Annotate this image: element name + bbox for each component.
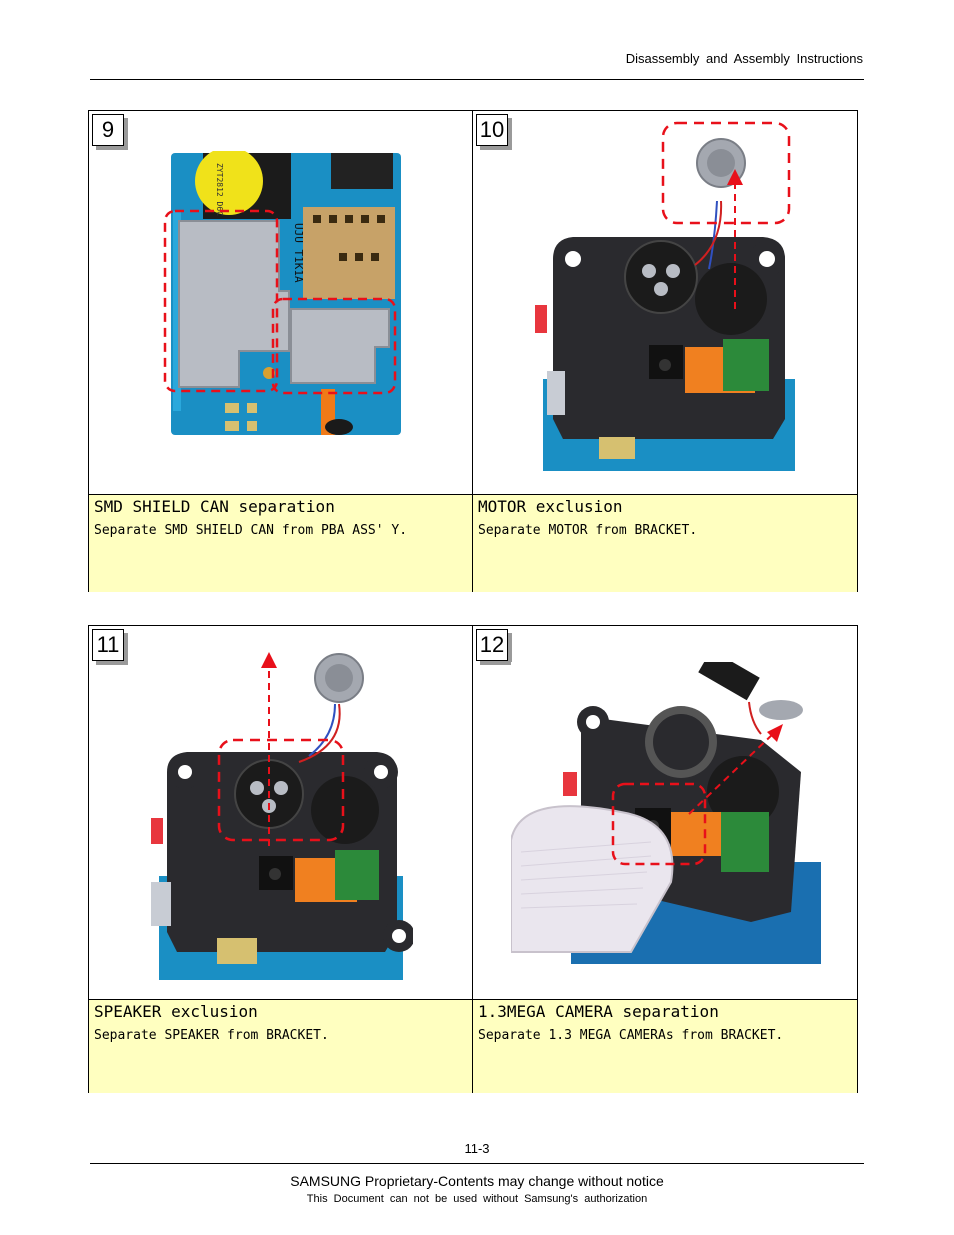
page-number: 11-3: [464, 1141, 490, 1156]
step-table-2: 11: [88, 625, 858, 1093]
step-9-caption: SMD SHIELD CAN separation Separate SMD S…: [89, 495, 473, 592]
photo-row-1: 9 ZYT2812 D6C (LF) R04-U200 UJU T1K1A: [89, 111, 857, 494]
step-9-number: 9: [92, 114, 124, 146]
step-11-photo-cell: 11: [89, 626, 473, 999]
step-table-1: 9 ZYT2812 D6C (LF) R04-U200 UJU T1K1A: [88, 110, 858, 592]
removal-arrow: [688, 731, 776, 815]
step-12-photo-cell: 12: [473, 626, 857, 999]
step-10-text: Separate MOTOR from BRACKET.: [478, 523, 698, 538]
step-12-photo: [511, 662, 821, 964]
step-10-caption: MOTOR exclusion Separate MOTOR from BRAC…: [473, 495, 857, 592]
camera-lens: [269, 868, 281, 880]
board-text: UJU T1K1A: [292, 223, 305, 283]
caption-row-1: SMD SHIELD CAN separation Separate SMD S…: [89, 494, 857, 592]
motor: [759, 700, 803, 720]
chip-label-sticker: [195, 151, 263, 215]
highlight-camera: [611, 782, 707, 866]
step-11-photo: [151, 652, 413, 980]
photo-row-2: 11: [89, 626, 857, 999]
highlight-motor: [661, 121, 791, 225]
step-11-text: Separate SPEAKER from BRACKET.: [94, 1028, 329, 1043]
speaker: [707, 756, 779, 828]
shield-can-left: [178, 220, 290, 388]
gloved-hand: [511, 805, 674, 953]
step-9-title: SMD SHIELD CAN separation: [94, 497, 335, 516]
caption-row-2: SPEAKER exclusion Separate SPEAKER from …: [89, 999, 857, 1093]
step-10-title: MOTOR exclusion: [478, 497, 623, 516]
highlight-speaker: [217, 738, 345, 842]
footer-notice: SAMSUNG Proprietary-Contents may change …: [290, 1173, 664, 1189]
step-11-number: 11: [92, 629, 124, 661]
step-9-photo: ZYT2812 D6C (LF) R04-U200 UJU T1K1A: [163, 151, 401, 435]
footer-authorization: This Document can not be used without Sa…: [306, 1193, 648, 1205]
camera-lens: [659, 359, 671, 371]
step-12-caption: 1.3MEGA CAMERA separation Separate 1.3 M…: [473, 1000, 857, 1093]
step-10-photo: [535, 121, 795, 471]
step-9-photo-cell: 9 ZYT2812 D6C (LF) R04-U200 UJU T1K1A: [89, 111, 473, 494]
step-9-text: Separate SMD SHIELD CAN from PBA ASS' Y.: [94, 523, 408, 538]
speaker: [624, 240, 698, 314]
step-10-number: 10: [476, 114, 508, 146]
motor: [325, 419, 353, 435]
step-12-text: Separate 1.3 MEGA CAMERAs from BRACKET.: [478, 1028, 784, 1043]
step-12-number: 12: [476, 629, 508, 661]
header-rule: [90, 79, 864, 80]
step-12-title: 1.3MEGA CAMERA separation: [478, 1002, 719, 1021]
highlight-right-can: [271, 297, 397, 395]
step-10-photo-cell: 10: [473, 111, 857, 494]
shield-can-right: [290, 308, 390, 384]
step-11-caption: SPEAKER exclusion Separate SPEAKER from …: [89, 1000, 473, 1093]
step-11-title: SPEAKER exclusion: [94, 1002, 258, 1021]
footer-rule: [90, 1163, 864, 1164]
header-title: Disassembly and Assembly Instructions: [625, 51, 863, 66]
